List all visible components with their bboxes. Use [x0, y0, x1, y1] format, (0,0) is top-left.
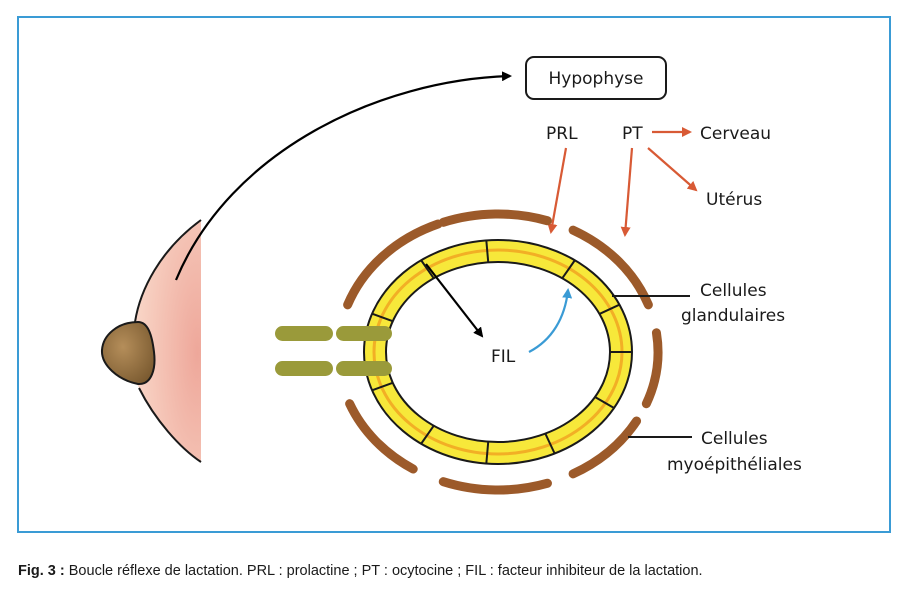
myoepithelial-cells-label-1: Cellules — [701, 429, 768, 449]
prl-label: PRL — [546, 124, 578, 144]
glandular-cells-label-2: glandulaires — [681, 306, 785, 326]
breast-outline — [134, 219, 202, 463]
myoepithelial-cell-arc — [438, 477, 552, 495]
myoepithelial-cells-label-2: myoépithéliales — [667, 455, 802, 475]
breast — [100, 219, 202, 463]
glandular-cell-divider — [420, 259, 435, 279]
prl-to-gland-arrow — [547, 147, 568, 234]
myoepithelial-cell-arc — [568, 416, 642, 479]
nipple — [100, 320, 156, 386]
milk-duct — [275, 326, 392, 376]
glandular-cell-divider — [594, 396, 615, 409]
myoepithelial-cell-arc — [568, 225, 653, 310]
glandular-cell-divider — [371, 312, 394, 323]
pt-label: PT — [622, 124, 643, 144]
glandular-cell-divider — [544, 433, 556, 454]
caption-label: Fig. 3 : — [18, 563, 65, 579]
nerve-arrow-to-hypophyse — [174, 71, 512, 281]
glandular-cell-divider — [485, 441, 490, 464]
fil-secretion-arrow — [425, 263, 484, 338]
glandular-cell-divider — [420, 425, 435, 445]
glandular-cell-divider — [371, 381, 394, 392]
hypophyse-box: Hypophyse — [525, 56, 667, 100]
caption-text: Boucle réflexe de lactation. PRL : prola… — [64, 563, 703, 579]
glandular-cell-divider — [485, 240, 490, 263]
myoepithelial-cell-arc — [345, 399, 418, 474]
glandular-cell-divider — [599, 303, 620, 315]
myoepithelial-cell-arc — [438, 209, 552, 227]
breast-body — [130, 220, 201, 462]
pt-to-uterus-arrow — [647, 147, 698, 192]
glandular-cells-label-1: Cellules — [700, 281, 767, 301]
fil-feedback-arrow — [528, 288, 573, 353]
myoepithelial-cell-arc — [641, 328, 663, 409]
uterus-label: Utérus — [706, 190, 762, 210]
cerveau-label: Cerveau — [700, 124, 771, 144]
glandular-cell-dividers — [371, 240, 632, 464]
fil-label: FIL — [491, 347, 516, 367]
myoepithelial-cell-arc — [343, 219, 443, 310]
myoepithelial-cells — [343, 209, 663, 495]
pt-to-myoepithelium-arrow — [620, 147, 634, 237]
figure-caption: Fig. 3 : Boucle réflexe de lactation. PR… — [18, 563, 703, 579]
hypophyse-label: Hypophyse — [549, 69, 644, 89]
glandular-cell-divider — [561, 259, 576, 279]
